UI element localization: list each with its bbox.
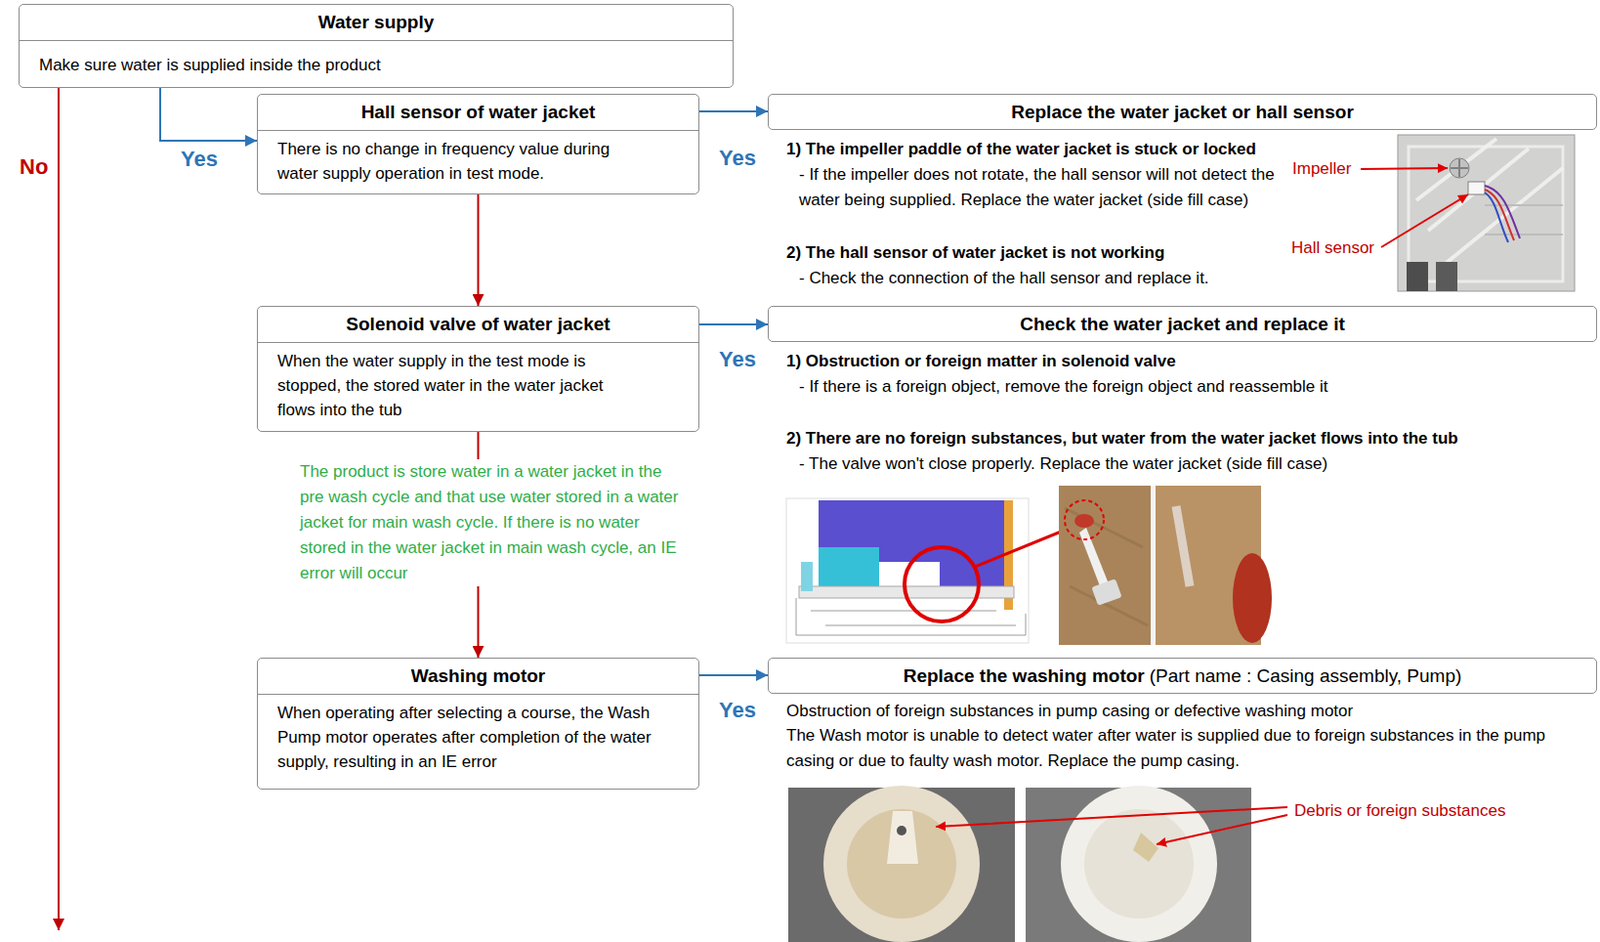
leader-line [935, 806, 1288, 827]
item-text: - Check the connection of the hall senso… [799, 265, 1210, 292]
no-branch-line [57, 85, 60, 930]
process-box: Water supplyMake sure water is supplied … [18, 3, 734, 88]
heading-text: Solenoid valve of water jacket [257, 306, 699, 343]
flow-arrow [160, 87, 257, 141]
valve-photo [1176, 505, 1190, 587]
item-text: Obstruction of foreign substances in pum… [786, 698, 1353, 724]
callout-label: Impeller [1292, 156, 1351, 182]
valve-photo [1058, 485, 1272, 645]
water-jacket-photo [1416, 138, 1563, 270]
action-header: Replace the water jacket or hall sensor [767, 93, 1598, 130]
valve-photo [1079, 527, 1110, 591]
item-heading: 2) The hall sensor of water jacket is no… [786, 240, 1165, 266]
pump-casing-photo [1084, 808, 1194, 919]
water-jacket-photo [1468, 181, 1485, 195]
check-box: Washing motorWhen operating after select… [256, 657, 700, 790]
leader-line [1381, 194, 1469, 248]
valve-section-drawing [818, 547, 880, 587]
valve-section-drawing [786, 498, 1029, 643]
check-box: Solenoid valve of water jacketWhen the w… [256, 305, 700, 432]
item-heading: 1) The impeller paddle of the water jack… [786, 136, 1257, 163]
callout-label: Debris or foreign substances [1294, 798, 1506, 824]
pump-casing-photo [1133, 832, 1159, 862]
valve-photo [1091, 578, 1122, 606]
no-branch-line [58, 85, 60, 930]
flow-arrow [699, 110, 768, 113]
action-header: Replace the washing motor(Part name : Ca… [767, 657, 1598, 694]
branch-label: Yes [718, 145, 757, 171]
heading-text: Hall sensor of water jacket [257, 94, 699, 131]
valve-photo [1058, 485, 1262, 645]
valve-section-drawing [904, 547, 979, 622]
branch-label: Yes [718, 697, 757, 723]
water-jacket-photo [1449, 158, 1470, 178]
pump-casing-photo [886, 810, 919, 864]
item-text: The Wash motor is unable to detect water… [786, 722, 1568, 774]
heading-bar: Check the water jacket and replace it [768, 306, 1597, 341]
flow-arrow [477, 194, 480, 306]
water-jacket-photo [1408, 146, 1563, 282]
pump-casing-photo [1060, 785, 1218, 942]
pump-casing-photo [896, 825, 907, 836]
heading-text: (Part name : Casing assembly, Pump) [1149, 665, 1463, 686]
flow-arrow [699, 323, 768, 326]
check-box: Hall sensor of water jacketThere is no c… [256, 93, 700, 195]
body-text: Make sure water is supplied inside the p… [19, 41, 733, 87]
valve-section-drawing [974, 527, 1071, 567]
water-jacket-photo [1435, 261, 1458, 292]
leader-line [1360, 168, 1469, 248]
heading-text: Replace the water jacket or hall sensor [1010, 101, 1354, 123]
item-heading: 2) There are no foreign substances, but … [786, 425, 1459, 452]
water-jacket-photo [1406, 261, 1429, 292]
heading-text: Check the water jacket and replace it [1019, 313, 1346, 335]
valve-photo [1150, 485, 1156, 645]
heading-text: Water supply [19, 4, 733, 42]
heading-text: Replace the washing motor [903, 665, 1145, 686]
note-text: The product is store water in a water ja… [299, 459, 679, 587]
valve-section-drawing [800, 561, 813, 591]
valve-photo [1074, 513, 1095, 528]
valve-section-drawing [786, 498, 1071, 643]
item-text: - If there is a foreign object, remove t… [799, 374, 1328, 400]
body-text: When the water supply in the test mode i… [257, 342, 649, 430]
body-text: When operating after selecting a course,… [257, 694, 698, 782]
valve-photo [1064, 507, 1148, 626]
heading-bar: Replace the water jacket or hall sensor [768, 94, 1597, 129]
water-jacket-photo [1397, 134, 1575, 292]
heading-bar: Replace the washing motor(Part name : Ca… [768, 658, 1597, 693]
valve-photo [1064, 500, 1104, 540]
connector-group [160, 87, 768, 675]
pump-casing-photo [788, 785, 1252, 942]
branch-label: Yes [180, 146, 218, 172]
water-jacket-photo [1450, 159, 1469, 177]
leader-line [1360, 168, 1448, 169]
leader-line [1156, 814, 1288, 844]
branch-label: No [19, 154, 48, 180]
callout-label: Hall sensor [1291, 235, 1375, 261]
heading-text: Washing motor [257, 658, 699, 695]
valve-photo [1232, 552, 1272, 643]
leader-line [935, 806, 1288, 844]
action-header: Check the water jacket and replace it [767, 305, 1598, 342]
item-text: - The valve won't close properly. Replac… [799, 451, 1328, 477]
water-jacket-photo [1397, 134, 1575, 292]
item-text: - If the impeller does not rotate, the h… [799, 162, 1288, 213]
water-jacket-photo [1484, 192, 1509, 243]
body-text: There is no change in frequency value du… [257, 130, 649, 194]
flow-arrow [699, 673, 768, 676]
branch-label: Yes [718, 346, 757, 373]
pump-casing-photo [823, 785, 980, 942]
item-heading: 1) Obstruction or foreign matter in sole… [786, 348, 1177, 375]
